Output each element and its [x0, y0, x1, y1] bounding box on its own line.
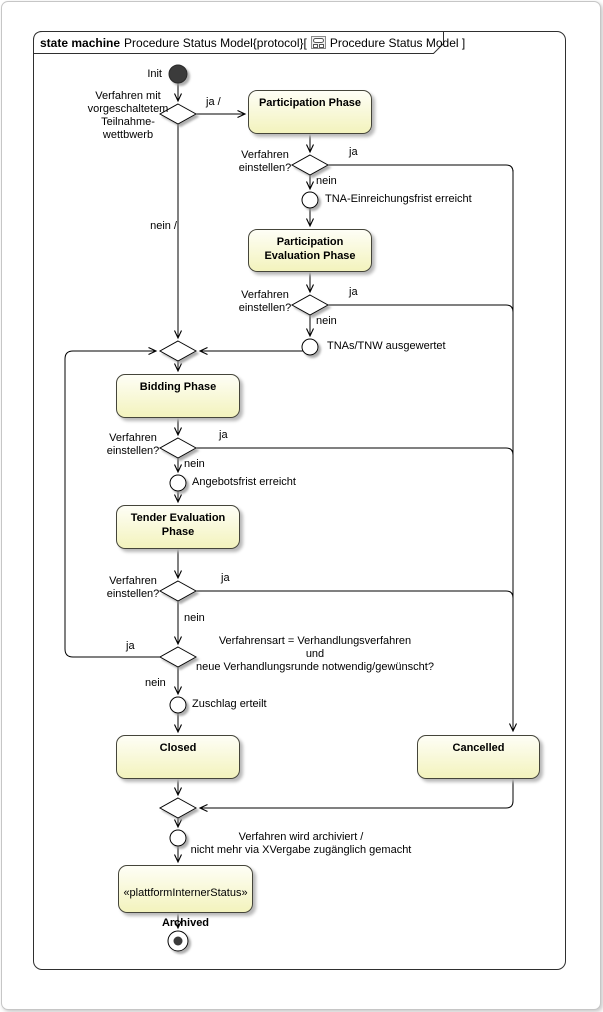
label-zuschlag: Zuschlag erteilt: [192, 698, 267, 710]
edge-label-ja-2: ja: [349, 286, 358, 298]
edge-label-nein-slash: nein /: [150, 220, 177, 232]
archived-name: Archived: [161, 917, 210, 929]
guard-verhandlungsverfahren: Verfahrensart = Verhandlungsverfahren un…: [196, 635, 434, 673]
state-participation-phase: Participation Phase: [248, 90, 372, 134]
edge-label-nein-4: nein: [184, 612, 205, 624]
state-archived: «plattformInternerStatus» Archived: [118, 865, 253, 929]
frame-diagram-ref: Procedure Status Model ]: [329, 35, 466, 50]
archived-stereotype: «plattformInternerStatus»: [123, 887, 248, 899]
guard-verfahren-einstellen-4: Verfahren einstellen?: [106, 575, 160, 600]
init-label: Init: [147, 68, 162, 80]
state-machine-diagram-icon: [310, 36, 326, 49]
guard-teilnahmewettbewerb: Verfahren mit vorgeschaltetem Teilnahme-…: [87, 90, 169, 141]
edge-label-ja-4: ja: [221, 572, 230, 584]
edge-label-nein-2: nein: [316, 315, 337, 327]
label-archivierung: Verfahren wird archiviert / nicht mehr v…: [190, 831, 412, 856]
guard-verfahren-einstellen-3: Verfahren einstellen?: [106, 432, 160, 457]
label-tnas-ausgewertet: TNAs/TNW ausgewertet: [327, 340, 446, 352]
state-tender-evaluation-phase: Tender Evaluation Phase: [116, 505, 240, 549]
edge-label-ja-slash: ja /: [206, 96, 221, 108]
edge-label-ja-1: ja: [349, 146, 358, 158]
state-participation-evaluation-phase: Participation Evaluation Phase: [248, 229, 372, 272]
diagram-frame: [33, 31, 566, 970]
edge-label-ja-5: ja: [126, 640, 135, 652]
state-bidding-phase: Bidding Phase: [116, 374, 240, 418]
label-angebotsfrist: Angebotsfrist erreicht: [192, 476, 296, 488]
state-cancelled: Cancelled: [417, 735, 540, 779]
guard-verfahren-einstellen-2: Verfahren einstellen?: [238, 289, 292, 314]
frame-kind-label: state machine: [40, 35, 121, 50]
guard-verfahren-einstellen-1: Verfahren einstellen?: [238, 149, 292, 174]
edge-label-nein-3: nein: [184, 458, 205, 470]
state-closed: Closed: [116, 735, 240, 779]
frame-title: state machine Procedure Status Model{pro…: [40, 34, 465, 51]
edge-label-ja-3: ja: [219, 429, 228, 441]
label-tna-einreichungsfrist: TNA-Einreichungsfrist erreicht: [325, 193, 472, 205]
frame-title-text: Procedure Status Model{protocol}[: [124, 35, 307, 50]
edge-label-nein-1: nein: [316, 175, 337, 187]
edge-label-nein-5: nein: [145, 677, 166, 689]
